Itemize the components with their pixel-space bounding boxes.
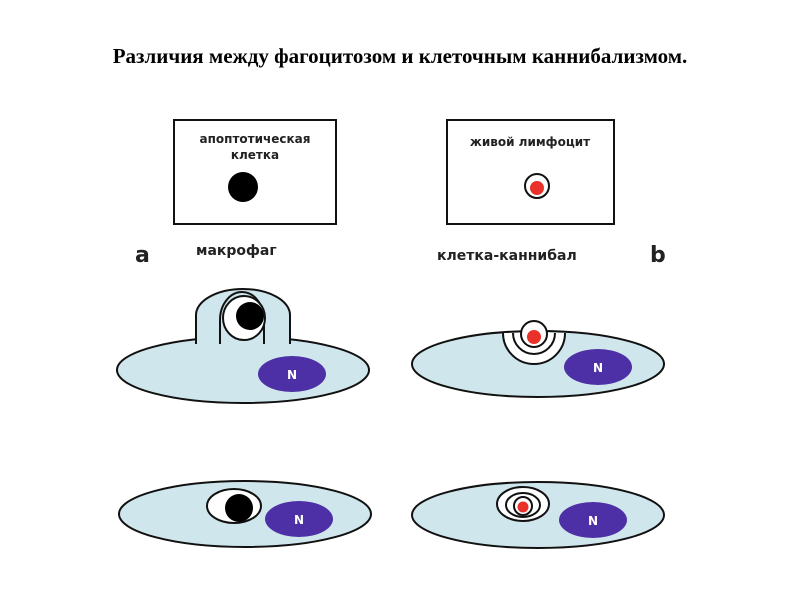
apoptotic-box-label-line1: апоптотическая [200, 132, 311, 146]
cannibal-internalized-stage: N [411, 481, 665, 549]
panel-letter-a: a [135, 243, 150, 268]
entering-lymphocyte-core [527, 330, 541, 344]
lymphocyte-core [530, 181, 544, 195]
engulfed-apoptotic-cell [236, 302, 264, 330]
apoptotic-box-label-line2: клетка [231, 148, 279, 162]
page-title: Различия между фагоцитозом и клеточным к… [112, 44, 688, 68]
lymphocyte-box-label: живой лимфоцит [470, 135, 590, 149]
cannibal-nucleus-label: N [593, 361, 603, 375]
macrophage-internalized-stage: N [118, 480, 372, 548]
macrophage-engulfing-stage: N [116, 288, 370, 404]
cannibal-nucleus-2 [559, 502, 627, 538]
cannibal-cell-label: клетка-каннибал [437, 248, 577, 264]
macrophage-nucleus-label: N [287, 368, 297, 382]
lymphocyte-box: живой лимфоцит [446, 119, 615, 225]
macrophage-nucleus-label-2: N [294, 513, 304, 527]
macrophage-label: макрофаг [196, 243, 277, 259]
panel-letter-b: b [650, 243, 666, 268]
internalized-apoptotic-cell [225, 494, 253, 522]
apoptotic-cell [228, 172, 258, 202]
macrophage-nucleus [258, 356, 326, 392]
macrophage-cell-body [116, 336, 370, 404]
cannibal-nucleus-label-2: N [588, 514, 598, 528]
macrophage-nucleus-2 [265, 501, 333, 537]
internalized-lymphocyte-core [517, 501, 529, 513]
cannibal-nucleus [564, 349, 632, 385]
apoptotic-box-frame [173, 119, 337, 225]
lymphocyte-box-frame [446, 119, 615, 225]
cannibal-engulfing-stage: N [411, 320, 665, 398]
apoptotic-cell-box: апоптотическая клетка [173, 119, 337, 225]
